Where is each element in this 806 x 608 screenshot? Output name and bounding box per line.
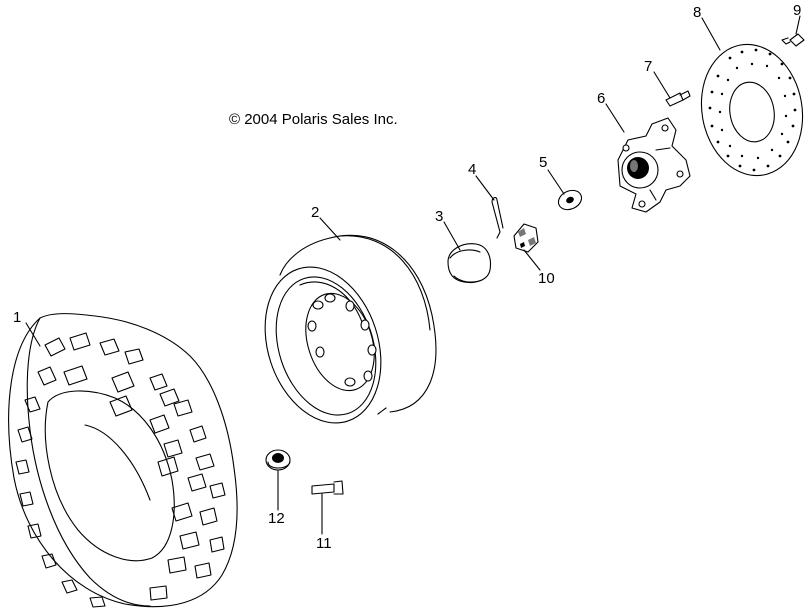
callout-12: 12: [268, 510, 285, 527]
callout-1: 1: [13, 309, 21, 326]
castle-nut-part: [513, 223, 539, 253]
callout-2: 2: [311, 204, 319, 221]
callout-3: 3: [435, 208, 443, 225]
cotter-pin-part: [491, 197, 504, 239]
wheel-rim-part: [264, 234, 437, 424]
callout-10: 10: [538, 270, 555, 287]
callout-9: 9: [793, 2, 801, 19]
callout-11: 11: [316, 535, 332, 552]
lug-nut-part: [265, 449, 291, 471]
callout-labels: 1 2 3 4 5 6 7 8 9 10 11 12: [13, 2, 801, 552]
callout-8: 8: [693, 4, 701, 21]
disc-holes: [708, 48, 797, 172]
disc-bolt-part: [781, 33, 805, 47]
tire-tread: [15, 332, 226, 608]
callout-7: 7: [644, 58, 652, 75]
wheel-stud-part: [665, 90, 691, 107]
callout-5: 5: [539, 154, 547, 171]
rim-bolt-holes: [307, 293, 377, 387]
wheel-hub-part: [617, 117, 691, 213]
callout-6: 6: [597, 90, 605, 107]
callout-4: 4: [468, 161, 476, 178]
leader-lines: [25, 15, 801, 535]
hub-cap-part: [447, 243, 492, 284]
tire-part: [8, 313, 238, 608]
brake-disc-part: [700, 43, 804, 177]
washer-part: [557, 189, 583, 211]
copyright-text: © 2004 Polaris Sales Inc.: [229, 111, 398, 128]
bolt-part: [311, 480, 344, 495]
